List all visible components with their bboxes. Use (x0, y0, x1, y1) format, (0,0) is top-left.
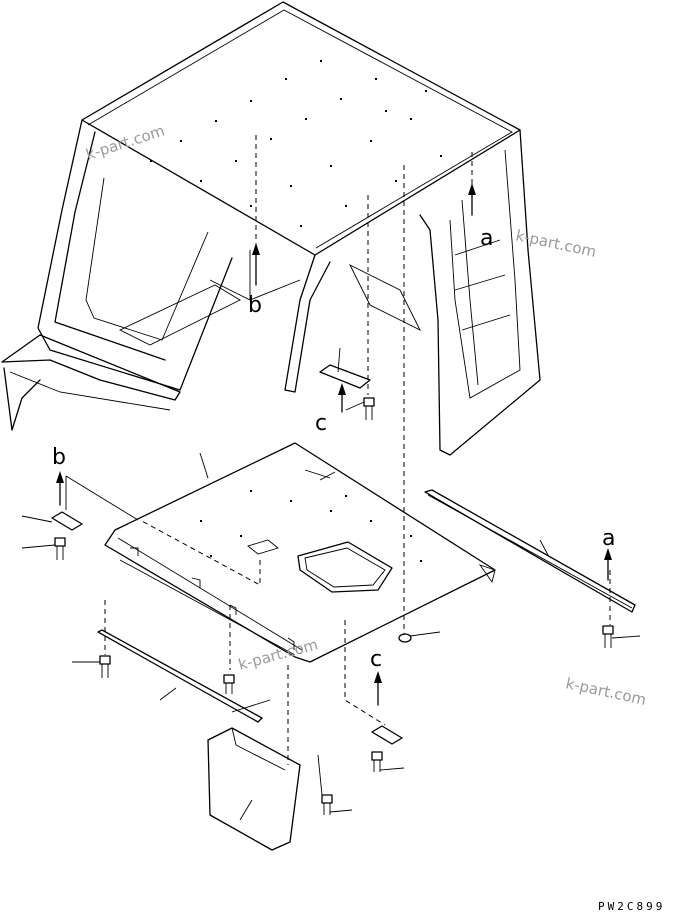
left-clip (51, 511, 83, 531)
cover-panel (207, 727, 301, 851)
leader-lines (21, 401, 641, 821)
callout-c-lower: c (370, 647, 382, 672)
callout-a-top: a (480, 226, 493, 251)
watermark-4: k-part.com (564, 674, 648, 709)
right-trim-strip (424, 489, 636, 613)
callout-a-right: a (602, 526, 615, 551)
floor-plate (104, 442, 496, 663)
bolts (54, 397, 614, 815)
callout-b-left: b (52, 445, 66, 470)
right-trim-strip-edge (427, 494, 633, 609)
watermark-3: k-part.com (236, 635, 320, 674)
left-trim-strip (97, 629, 263, 723)
cover-panel-hinge (231, 727, 286, 771)
direction-arrows (56, 183, 612, 706)
drawing-code: PW2C899 (598, 900, 665, 913)
alignment-lines (104, 135, 611, 765)
lower-clip (371, 725, 403, 745)
roof-rivet-dots (150, 60, 442, 227)
mid-bracket (319, 364, 371, 389)
callout-b-top: b (248, 293, 262, 318)
watermark-2: k-part.com (514, 226, 598, 261)
cab-structure (1, 1, 541, 456)
callout-c-mid: c (315, 411, 327, 436)
mid-bracket-leader (337, 347, 341, 373)
